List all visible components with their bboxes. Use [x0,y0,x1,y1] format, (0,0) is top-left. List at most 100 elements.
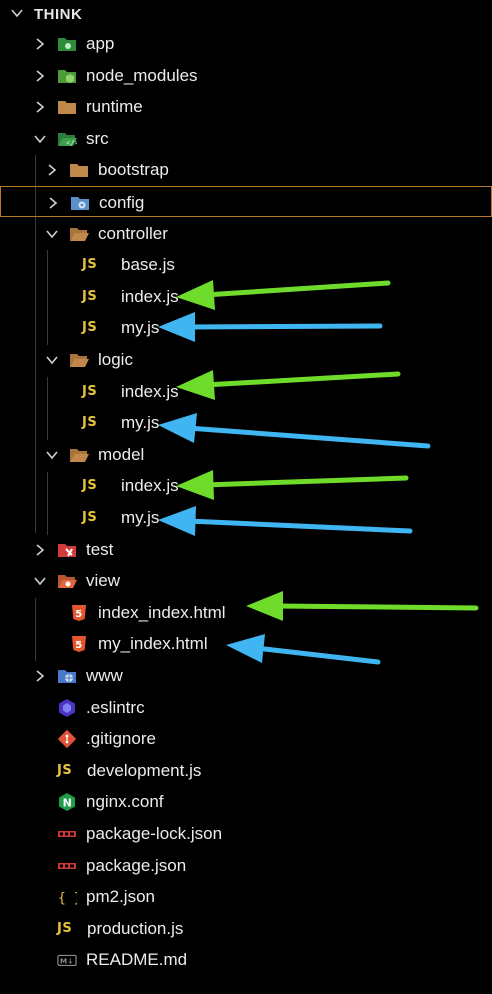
www-folder-icon [58,670,76,683]
tree-item-config[interactable]: config [0,186,492,217]
view-folder-icon [58,575,77,589]
tree-item-view[interactable]: view [0,565,492,596]
js-file-icon: JS [82,383,98,399]
markdown-file-icon: M↓ [57,955,77,967]
tree-item-label: node_modules [86,65,198,85]
tree-item-src[interactable]: </> src [0,123,492,154]
tree-item-bootstrap[interactable]: bootstrap [0,154,492,185]
tree-item-label: view [86,571,121,591]
tree-item-label: test [86,539,114,559]
tree-item-label: my.js [121,508,160,527]
svg-text:N: N [63,797,72,810]
js-file-icon: JS [82,510,98,525]
chevron-right-icon [36,670,45,682]
tree-item-logic[interactable]: logic [0,344,492,375]
svg-text:</>: </> [66,139,77,147]
npm-file-icon [58,862,76,869]
chevron-right-icon [36,543,45,556]
js-file-icon: JS [82,320,98,336]
nginx-file-icon: N [59,793,75,812]
tree-item-pm2[interactable]: { }pm2.json [0,881,492,912]
tree-item-controller-base[interactable]: JS base.js [0,249,492,280]
tree-item-www[interactable]: www [0,660,492,691]
tree-item-label: package.json [86,855,187,875]
explorer-section-header[interactable]: THINK [0,0,492,28]
indent-guide-logic [47,377,48,440]
tree-item-label: .gitignore [86,729,156,749]
js-file-icon: JS [57,762,73,778]
html5-file-icon: 5 [72,636,86,653]
tree-item-label: .eslintrc [86,697,145,717]
indent-guide-view [35,598,36,661]
tree-item-development[interactable]: JS development.js [0,755,492,786]
tree-item-node-modules[interactable]: node_modules [0,60,492,91]
tree-item-label: bootstrap [98,160,169,180]
folder-icon [58,101,76,115]
tree-item-model[interactable]: model [0,439,492,470]
tree-item-label: src [86,128,109,148]
indent-guide-src [35,155,36,533]
indent-guide-model [47,472,48,535]
npm-file-icon [58,831,76,837]
tree-item-label: my.js [121,318,160,338]
js-file-icon: JS [82,288,98,304]
tree-item-label: production.js [87,918,184,938]
chevron-down-icon [11,9,23,18]
tree-item-controller-my[interactable]: JS my.js [0,312,492,343]
svg-text:5: 5 [75,640,82,651]
chevron-right-icon [36,69,45,82]
html5-file-icon: 5 [72,604,86,621]
tree-item-label: www [86,666,123,685]
folder-open-icon [70,448,89,462]
src-folder-icon: </> [58,132,77,147]
tree-item-label: base.js [121,255,175,275]
tree-item-package[interactable]: package.json [0,850,492,881]
tree-item-label: my.js [121,413,160,433]
tree-item-test[interactable]: test [0,534,492,565]
chevron-right-icon [48,164,57,177]
tree-item-logic-my[interactable]: JS my.js [0,407,492,438]
js-file-icon: JS [82,415,98,431]
tree-item-model-my[interactable]: JS my.js [0,502,492,533]
tree-item-label: config [99,193,145,212]
test-folder-icon [58,543,76,557]
folder-open-icon [70,354,89,367]
tree-item-eslintrc[interactable]: .eslintrc [0,692,492,723]
tree-item-label: index.js [121,476,179,496]
tree-item-readme[interactable]: M↓ README.md [0,944,492,975]
tree-item-logic-index[interactable]: JS index.js [0,376,492,407]
tree-item-label: package-lock.json [86,824,223,843]
tree-item-label: development.js [87,760,202,780]
chevron-right-icon [36,38,45,50]
tree-item-gitignore[interactable]: .gitignore [0,723,492,754]
tree-item-app[interactable]: app [0,28,492,59]
svg-text:M↓: M↓ [60,957,73,966]
app-folder-icon [58,38,76,51]
chevron-right-icon [49,197,58,209]
tree-item-label: model [98,444,145,464]
chevron-down-icon [46,451,58,460]
chevron-down-icon [46,230,58,238]
chevron-down-icon [34,135,46,144]
svg-text:{ }: { } [58,891,77,906]
tree-item-label: index.js [121,381,179,401]
tree-item-package-lock[interactable]: package-lock.json [0,818,492,849]
tree-item-runtime[interactable]: runtime [0,91,492,122]
js-file-icon: JS [82,478,98,494]
tree-item-label: app [86,34,115,53]
eslint-file-icon [59,698,75,717]
tree-item-controller[interactable]: controller [0,218,492,249]
tree-item-label: logic [98,350,133,369]
tree-item-label: README.md [86,950,188,970]
tree-item-model-index[interactable]: JS index.js [0,470,492,501]
tree-item-label: nginx.conf [86,792,164,812]
json-braces-icon: { } [58,891,77,906]
js-file-icon: JS [82,257,98,273]
folder-open-icon [70,227,89,241]
